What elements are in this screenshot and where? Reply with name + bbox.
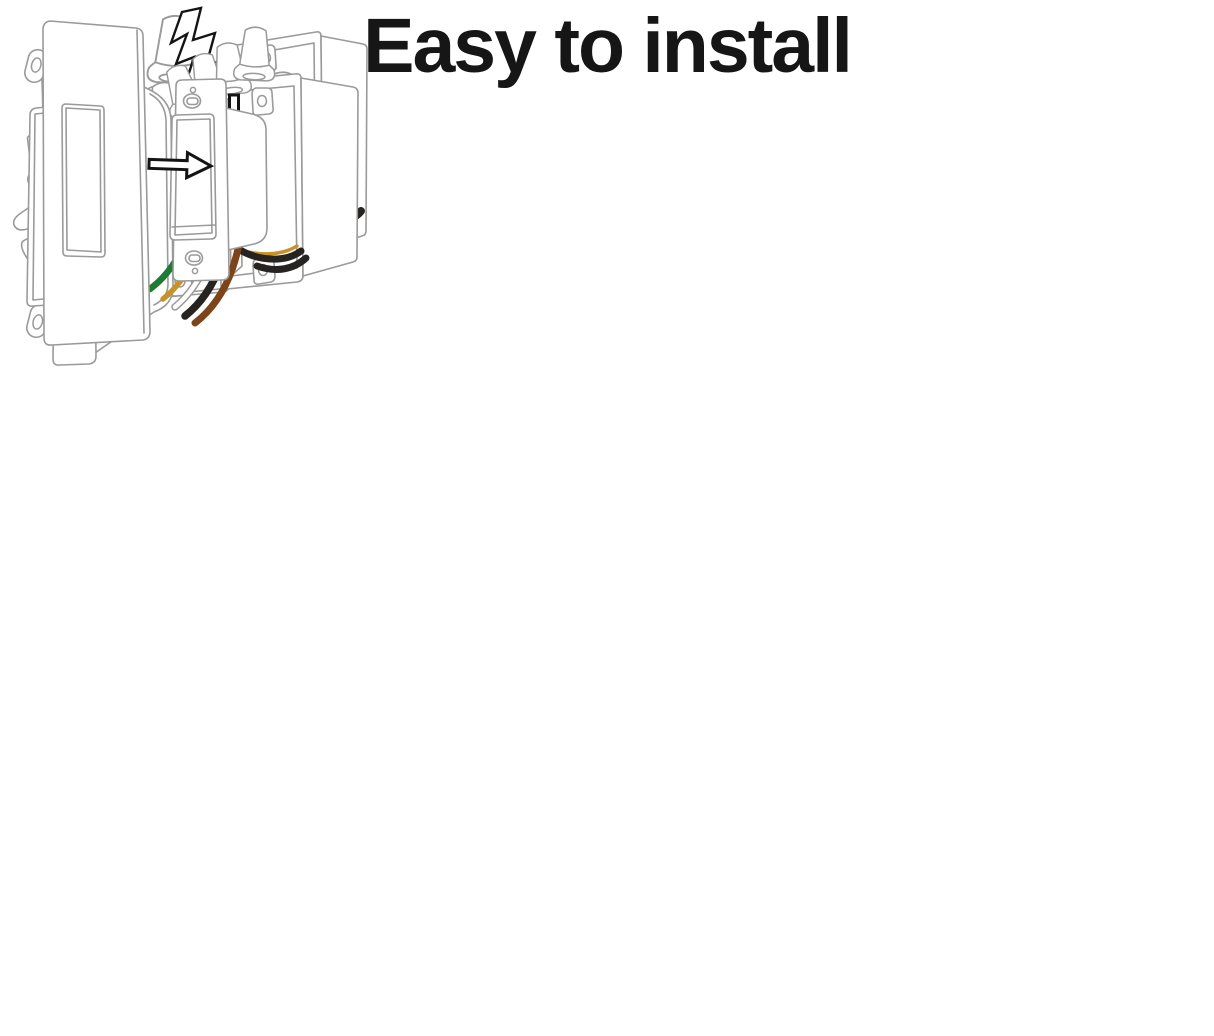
plate-opening — [61, 103, 106, 258]
switch-body — [225, 107, 268, 251]
smart-switch — [169, 78, 268, 282]
paddle — [169, 113, 217, 241]
illustration-attach-wall-plate — [42, 20, 268, 346]
page-title: Easy to install — [363, 3, 853, 89]
wall-plate — [42, 20, 151, 346]
